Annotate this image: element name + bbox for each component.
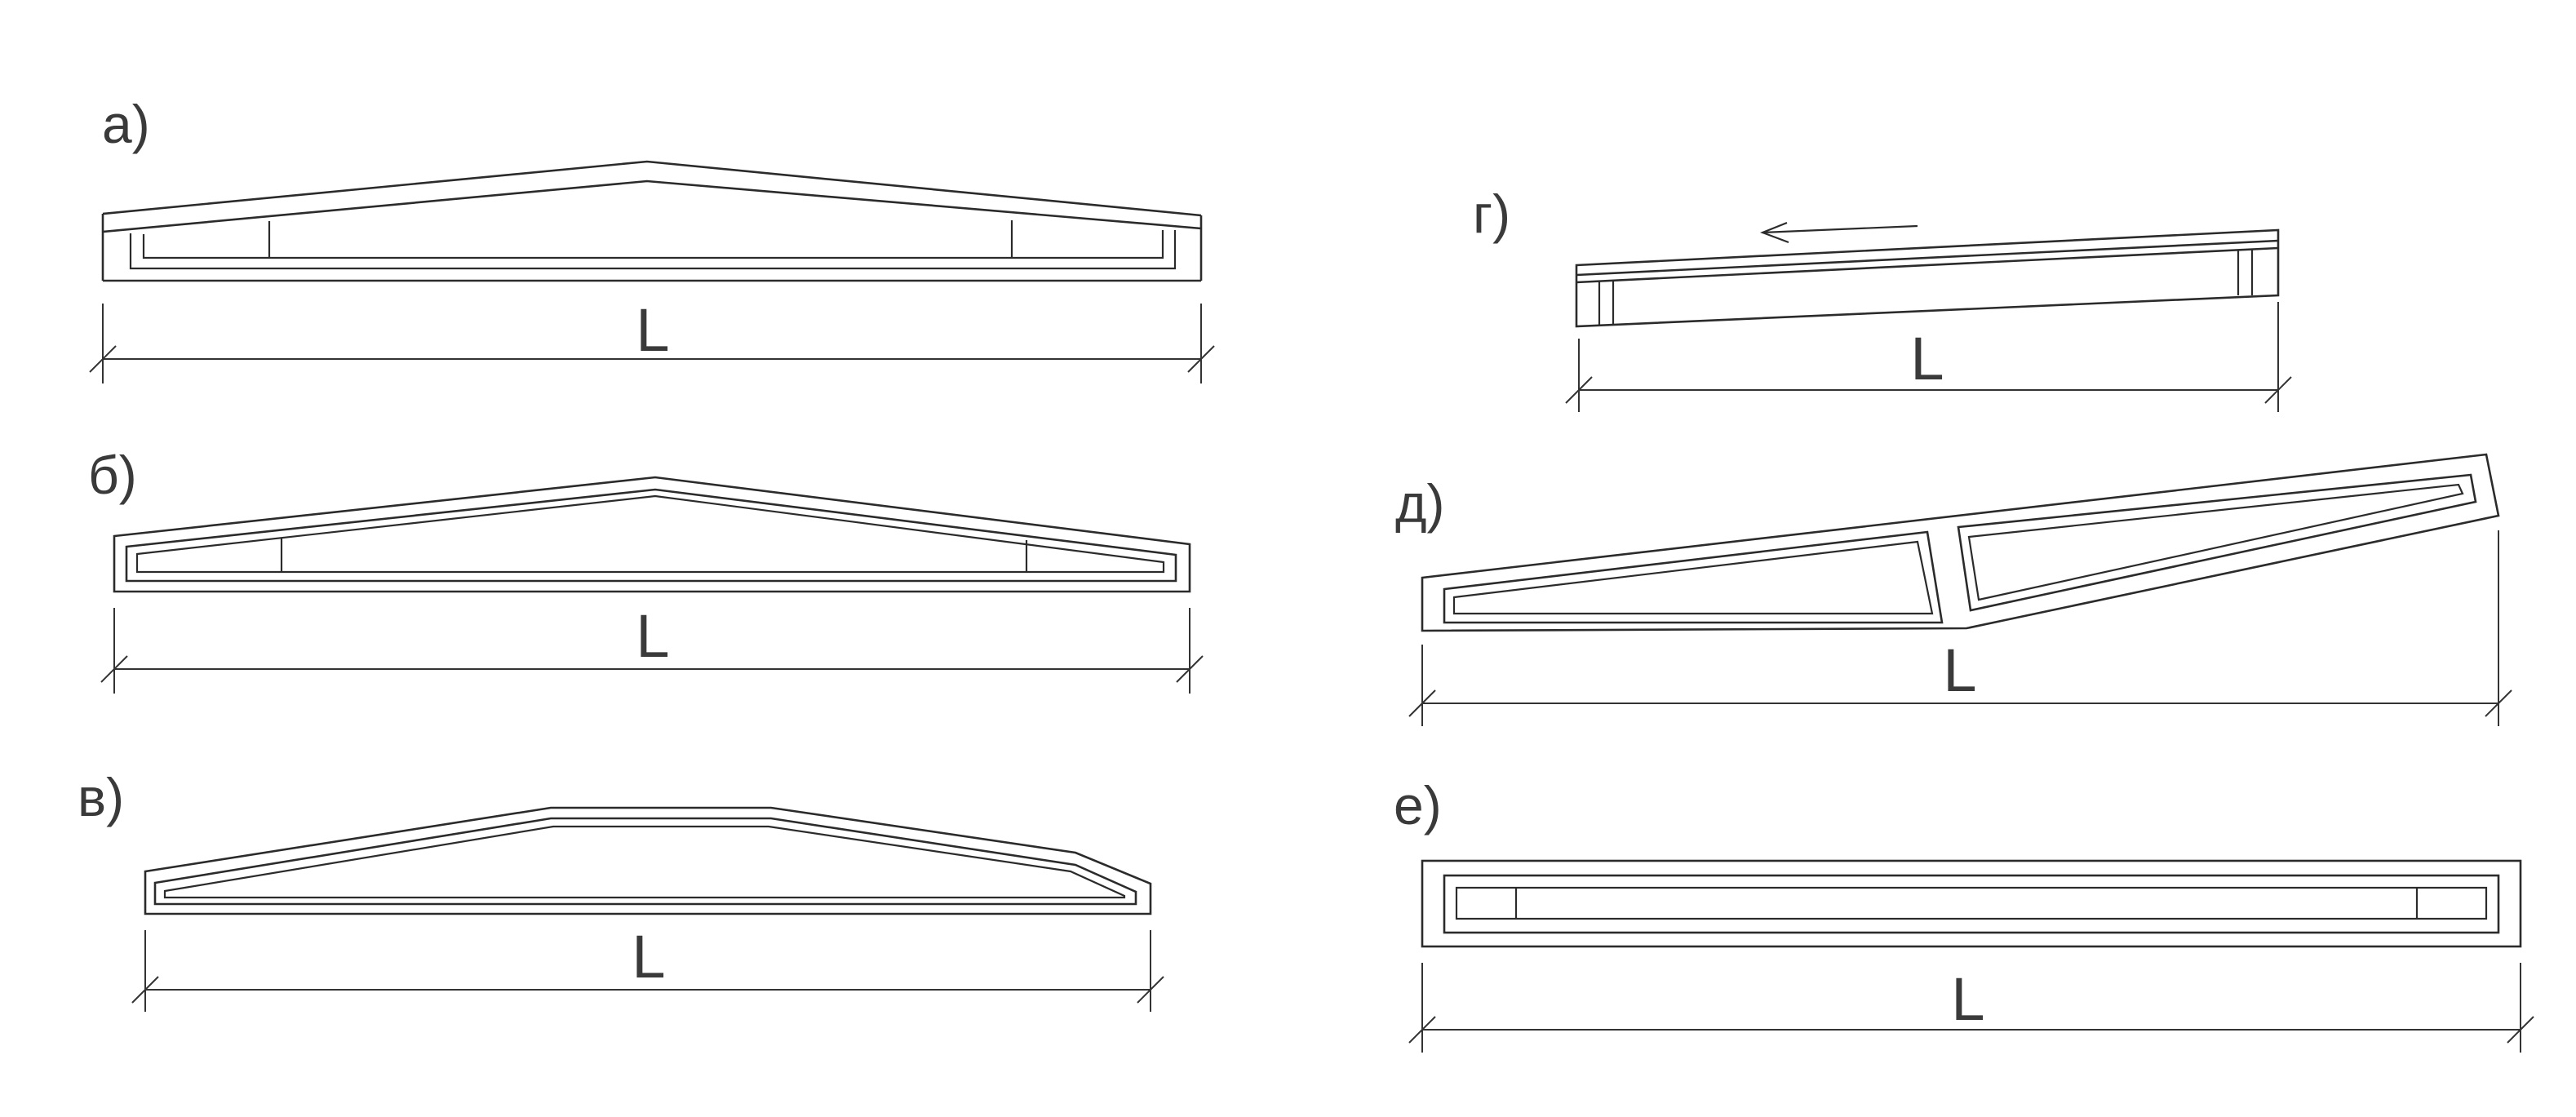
figure-g: г) L xyxy=(1473,184,2292,412)
figure-e: е) L xyxy=(1394,775,2534,1053)
figure-b-dimension: L xyxy=(100,602,1204,694)
figure-g-arrow xyxy=(1759,221,1918,244)
figure-e-dimension: L xyxy=(1408,963,2534,1053)
figure-b-label: б) xyxy=(88,445,137,505)
figure-d: д) L xyxy=(1395,453,2512,726)
figure-d-label: д) xyxy=(1395,473,1445,534)
figure-v-label: в) xyxy=(78,767,124,827)
figure-a: а) L xyxy=(89,94,1215,383)
figure-d-truss xyxy=(1421,453,2500,632)
figure-b-truss xyxy=(113,476,1191,593)
figure-b: б) L xyxy=(88,445,1204,694)
figure-e-dimension-label: L xyxy=(1951,965,1984,1033)
figure-e-label: е) xyxy=(1394,775,1442,836)
figure-a-truss xyxy=(101,160,1203,282)
figure-g-dimension: L xyxy=(1565,302,2292,412)
figure-v: в) L xyxy=(78,767,1164,1012)
figure-v-truss xyxy=(144,806,1152,915)
figure-a-label: а) xyxy=(102,94,150,154)
figure-a-dimension-label: L xyxy=(636,296,669,364)
figure-g-label: г) xyxy=(1473,184,1510,244)
figure-e-truss xyxy=(1421,859,2522,948)
figure-v-dimension-label: L xyxy=(632,923,665,991)
figure-v-dimension: L xyxy=(131,923,1164,1012)
figure-g-beam xyxy=(1575,228,2280,328)
figure-d-dimension-label: L xyxy=(1943,636,1976,704)
figure-d-dimension: L xyxy=(1408,530,2512,726)
figure-g-dimension-label: L xyxy=(1910,325,1944,392)
figure-a-dimension: L xyxy=(89,296,1215,383)
figure-b-dimension-label: L xyxy=(636,602,669,670)
